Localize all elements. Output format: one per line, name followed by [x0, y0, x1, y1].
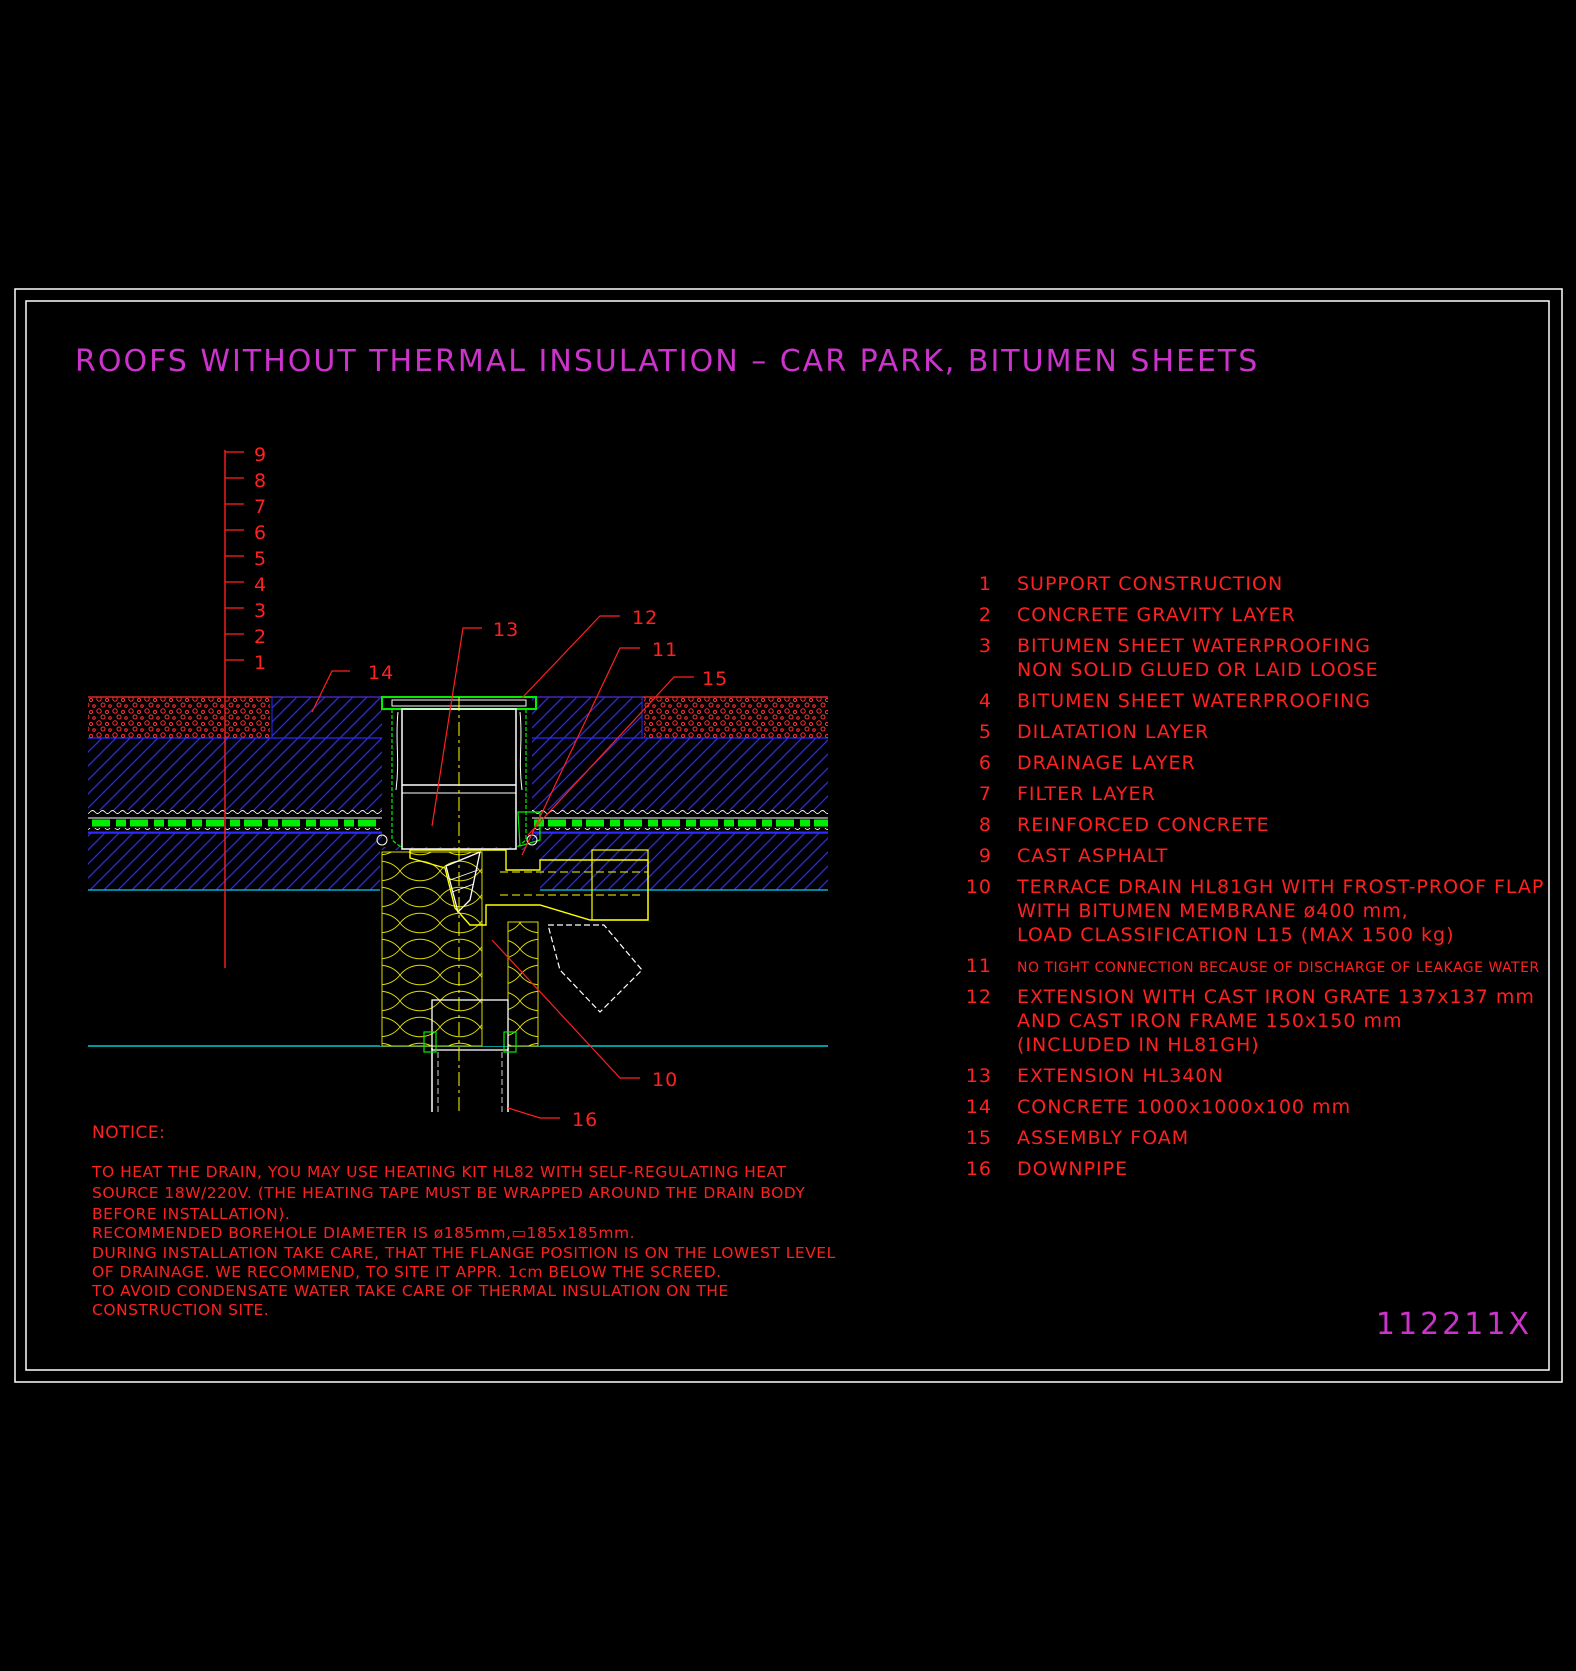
- legend-text: WITH BITUMEN MEMBRANE ø400 mm,: [1017, 900, 1409, 922]
- legend-number: 10: [966, 876, 992, 898]
- legend: 1 SUPPORT CONSTRUCTION 2 CONCRETE GRAVITY L…: [966, 573, 1544, 1180]
- notice-block: NOTICE: TO HEAT THE DRAIN, YOU MAY USE H…: [91, 1123, 836, 1319]
- legend-number: 14: [966, 1096, 992, 1118]
- notice-line: DURING INSTALLATION TAKE CARE, THAT THE …: [92, 1244, 836, 1262]
- legend-number: 3: [979, 635, 992, 657]
- layer-scale-label: 9: [254, 444, 267, 466]
- assembly-foam: [517, 811, 541, 847]
- roof-section-drawing: [88, 696, 828, 1112]
- legend-number: 12: [966, 986, 992, 1008]
- leader-16: [507, 1107, 560, 1119]
- legend-text: SUPPORT CONSTRUCTION: [1017, 573, 1283, 595]
- legend-text: CONCRETE 1000x1000x100 mm: [1017, 1096, 1351, 1118]
- legend-text: FILTER LAYER: [1017, 783, 1156, 805]
- drawing-code: 112211X: [1376, 1307, 1532, 1342]
- leader-10: [491, 939, 640, 1079]
- legend-text: TERRACE DRAIN HL81GH WITH FROST-PROOF FL…: [1016, 876, 1544, 898]
- inner-frame: [25, 300, 1550, 1371]
- layer-scale-label: 6: [254, 522, 267, 544]
- layer-scale-label: 8: [254, 470, 267, 492]
- cast-asphalt-left: [88, 697, 270, 738]
- legend-number: 9: [979, 845, 992, 867]
- legend-text: EXTENSION HL340N: [1017, 1065, 1224, 1087]
- legend-number: 2: [979, 604, 992, 626]
- legend-text: ASSEMBLY FOAM: [1017, 1127, 1189, 1149]
- leader-13: [431, 627, 482, 827]
- callout-15: 15: [702, 668, 728, 690]
- leader-15: [527, 676, 694, 836]
- notice-line: TO HEAT THE DRAIN, YOU MAY USE HEATING K…: [91, 1163, 786, 1181]
- legend-number: 6: [979, 752, 992, 774]
- legend-text: DRAINAGE LAYER: [1017, 752, 1196, 774]
- legend-number: 11: [966, 955, 992, 977]
- legend-number: 4: [979, 690, 992, 712]
- frost-proof-flap: [445, 850, 481, 914]
- layer-scale-label: 3: [254, 600, 267, 622]
- notice-line: CONSTRUCTION SITE.: [92, 1301, 269, 1319]
- legend-text: DILATATION LAYER: [1017, 721, 1209, 743]
- legend-text: DOWNPIPE: [1017, 1158, 1128, 1180]
- legend-text: BITUMEN SHEET WATERPROOFING: [1017, 690, 1371, 712]
- legend-text: BITUMEN SHEET WATERPROOFING: [1017, 635, 1371, 657]
- legend-number: 15: [966, 1127, 992, 1149]
- legend-number: 16: [966, 1158, 992, 1180]
- notice-line: BEFORE INSTALLATION).: [92, 1205, 290, 1223]
- callout-14: 14: [368, 662, 394, 684]
- drain-body: [409, 849, 649, 926]
- callout-13: 13: [493, 619, 519, 641]
- legend-text: CAST ASPHALT: [1017, 845, 1168, 867]
- legend-number: 5: [979, 721, 992, 743]
- layer-scale-label: 1: [254, 652, 267, 674]
- layer-scale-label: 4: [254, 574, 267, 596]
- drawing-title: ROOFS WITHOUT THERMAL INSULATION – CAR P…: [75, 344, 1259, 379]
- callout-labels: 14 13 12 11 15 10 16: [368, 607, 728, 1131]
- notice-line: RECOMMENDED BOREHOLE DIAMETER IS ø185mm,…: [92, 1224, 635, 1242]
- callout-12: 12: [632, 607, 658, 629]
- legend-text: (INCLUDED IN HL81GH): [1017, 1034, 1260, 1056]
- layer-scale: 9 8 7 6 5 4 3 2 1: [224, 444, 267, 968]
- notice-line: TO AVOID CONDENSATE WATER TAKE CARE OF T…: [91, 1282, 729, 1300]
- callout-leaders: [311, 615, 694, 1119]
- side-outlet-elbow: [547, 924, 643, 1013]
- legend-number: 1: [979, 573, 992, 595]
- callout-11: 11: [652, 639, 678, 661]
- legend-text: NO TIGHT CONNECTION BECAUSE OF DISCHARGE…: [1017, 960, 1540, 976]
- legend-text: REINFORCED CONCRETE: [1017, 814, 1270, 836]
- callout-16: 16: [572, 1109, 598, 1131]
- layer-scale-label: 7: [254, 496, 267, 518]
- leader-11: [521, 647, 640, 856]
- notice-line: SOURCE 18W/220V. (THE HEATING TAPE MUST …: [92, 1184, 805, 1202]
- notice-line: OF DRAINAGE. WE RECOMMEND, TO SITE IT AP…: [92, 1263, 722, 1281]
- callout-10: 10: [652, 1069, 678, 1091]
- leader-14: [311, 670, 350, 713]
- legend-text: CONCRETE GRAVITY LAYER: [1017, 604, 1296, 626]
- layer-scale-label: 2: [254, 626, 267, 648]
- notice-heading: NOTICE:: [92, 1123, 165, 1143]
- legend-number: 7: [979, 783, 992, 805]
- legend-text: AND CAST IRON FRAME 150x150 mm: [1017, 1010, 1403, 1032]
- leader-12: [521, 615, 620, 699]
- legend-number: 13: [966, 1065, 992, 1087]
- downpipe: [431, 1048, 509, 1112]
- legend-text: NON SOLID GLUED OR LAID LOOSE: [1017, 659, 1379, 681]
- cast-asphalt-right: [644, 697, 828, 738]
- legend-text: EXTENSION WITH CAST IRON GRATE 137x137 m…: [1017, 986, 1535, 1008]
- outlet-pipe: [431, 999, 509, 1051]
- outer-frame: [14, 288, 1563, 1383]
- layer-scale-label: 5: [254, 548, 267, 570]
- legend-text: LOAD CLASSIFICATION L15 (MAX 1500 kg): [1017, 924, 1454, 946]
- legend-number: 8: [979, 814, 992, 836]
